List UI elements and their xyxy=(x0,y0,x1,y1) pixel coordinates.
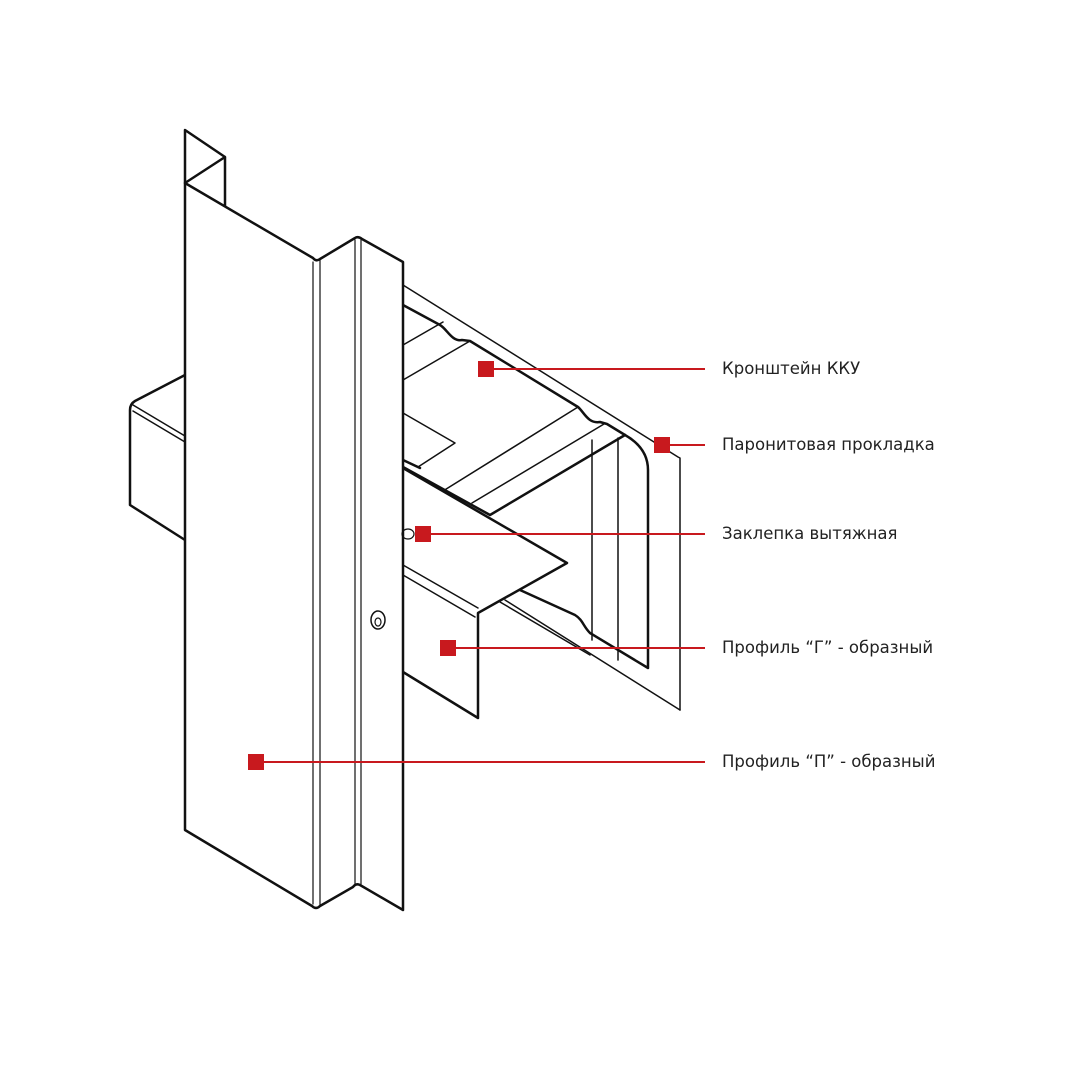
callout-label-p-profile: Профиль “П” - образный xyxy=(722,752,936,771)
rivet-icon xyxy=(370,610,386,630)
callout-label-rivet: Заклепка вытяжная xyxy=(722,524,898,543)
p-profile-top-stub xyxy=(183,128,227,209)
gasket-plate xyxy=(402,284,681,711)
callout-label-gasket: Паронитовая прокладка xyxy=(722,435,935,454)
callout-label-g-profile: Профиль “Г” - образный xyxy=(722,638,934,657)
callout-label-bracket: Кронштейн ККУ xyxy=(722,359,861,378)
bracket-kku xyxy=(401,303,650,670)
bracket-back-part xyxy=(128,373,187,542)
callout-leaders xyxy=(248,361,705,770)
g-profile xyxy=(401,466,591,720)
p-profile xyxy=(183,181,415,912)
